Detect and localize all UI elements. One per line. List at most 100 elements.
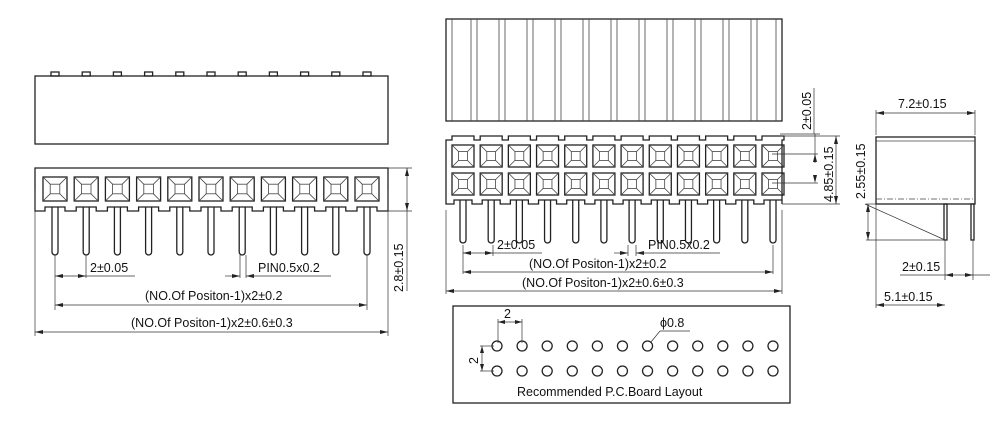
- pcb-hole: [717, 365, 729, 377]
- pcb-hole: [616, 340, 629, 352]
- contact-cell: [761, 172, 785, 196]
- side-height-label: 2.55±0.15: [854, 143, 868, 199]
- pin: [113, 207, 122, 256]
- row-pitch-dim-label: 2±0.05: [800, 92, 814, 130]
- top-view-tabs: [50, 71, 372, 77]
- single-row-dimensions: 2.8±0.15 2±0.05 PIN0.5x0.2 (NO.Of Posito…: [34, 167, 412, 336]
- pin: [487, 200, 495, 244]
- pcb-hole-label: ϕ0.8: [660, 316, 684, 330]
- pcb-hole: [742, 365, 754, 377]
- contact-cell: [620, 172, 644, 196]
- pcb-hole: [641, 365, 654, 377]
- pin: [712, 200, 721, 244]
- pitch-dim-label: 2±0.05: [90, 261, 128, 275]
- single-row-front-view: [34, 167, 389, 256]
- pin: [82, 207, 90, 256]
- pcb-hole: [566, 365, 578, 377]
- pin: [572, 200, 580, 244]
- pin: [543, 200, 552, 244]
- contact-cell: [229, 176, 255, 202]
- pcb-pitch-y-label: 2: [467, 357, 481, 364]
- double-front-contacts: [451, 144, 785, 196]
- contact-cell: [479, 172, 503, 196]
- contact-cell: [733, 144, 757, 168]
- top-tab: [81, 71, 91, 77]
- pin: [769, 200, 777, 244]
- contact-cell: [507, 172, 532, 196]
- contact-cell: [648, 144, 672, 168]
- side-view: 7.2±0.15 2.55±0.15 2±0.15 5.1±0.15: [854, 97, 990, 308]
- span-dim-label: (NO.Of Positon-1)x2±0.2: [145, 289, 283, 303]
- side-pin-span-label: 5.1±0.15: [884, 290, 933, 304]
- contact-cell: [733, 172, 757, 196]
- contact-cell: [564, 172, 588, 196]
- contact-cell: [260, 176, 287, 202]
- contact-cell: [620, 144, 644, 168]
- height-dim-label: 2.8±0.15: [392, 243, 406, 292]
- top-tab: [362, 71, 372, 77]
- top-tab: [268, 71, 279, 77]
- contact-cell: [73, 176, 99, 202]
- double-row-top-view: [445, 18, 783, 122]
- pcb-hole: [591, 340, 604, 352]
- pin: [363, 207, 371, 256]
- contact-cell: [507, 144, 532, 168]
- pcb-layout-frame: [452, 305, 791, 404]
- front-view-contacts: [42, 176, 380, 202]
- pin: [51, 207, 59, 256]
- pin-dim-label: PIN0.5x0.2: [258, 261, 320, 275]
- double-front-pins: [459, 200, 777, 244]
- pcb-hole: [516, 365, 528, 377]
- pin: [332, 207, 340, 256]
- pcb-hole: [541, 365, 553, 377]
- pin: [269, 207, 278, 256]
- pin: [684, 200, 693, 244]
- pcb-hole: [666, 340, 679, 352]
- pin: [176, 207, 184, 256]
- side-width-label: 7.2±0.15: [898, 97, 947, 111]
- pcb-layout-title: Recommended P.C.Board Layout: [517, 385, 703, 399]
- double-row-front-view: [445, 135, 785, 244]
- top-tab: [112, 71, 123, 77]
- pin-dim-label-double: PIN0.5x0.2: [648, 238, 710, 252]
- double-top-body: [445, 18, 783, 122]
- pcb-hole: [566, 340, 578, 352]
- front-view-body: [34, 167, 389, 212]
- top-view-body: [34, 75, 389, 145]
- contact-cell: [704, 172, 729, 196]
- pcb-layout: 2 2 ϕ0.8 Recommended P.C.Board Layout: [452, 305, 791, 404]
- pitch-dim-label-double: 2±0.05: [497, 238, 535, 252]
- contact-cell: [592, 172, 616, 196]
- double-front-body: [445, 135, 785, 205]
- contact-cell: [564, 144, 588, 168]
- pin: [300, 207, 309, 256]
- span-dim-label-double: (NO.Of Positon-1)x2±0.2: [529, 257, 667, 271]
- overall-dim-label-double: (NO.Of Positon-1)x2±0.6±0.3: [522, 276, 684, 290]
- contact-cell: [535, 144, 560, 168]
- pcb-hole: [616, 365, 629, 377]
- side-body: [875, 136, 976, 205]
- pin: [144, 207, 153, 256]
- contact-cell: [354, 176, 380, 202]
- pin: [741, 200, 749, 244]
- contact-cell: [42, 176, 68, 202]
- contact-cell: [676, 144, 701, 168]
- pcb-hole: [692, 365, 704, 377]
- pin: [207, 207, 215, 256]
- contact-cell: [323, 176, 349, 202]
- top-tab: [175, 71, 185, 77]
- pcb-hole: [591, 365, 604, 377]
- pcb-holes: [491, 340, 779, 377]
- top-tab: [206, 71, 216, 77]
- contact-cell: [291, 176, 318, 202]
- contact-cell: [198, 176, 224, 202]
- contact-cell: [135, 176, 162, 202]
- contact-cell: [676, 172, 701, 196]
- side-pin-1: [943, 203, 948, 241]
- contact-cell: [451, 144, 475, 168]
- single-row-top-view: [34, 71, 389, 145]
- side-pin-offset-label: 2±0.15: [902, 260, 940, 274]
- contact-cell: [761, 144, 785, 168]
- contact-cell: [535, 172, 560, 196]
